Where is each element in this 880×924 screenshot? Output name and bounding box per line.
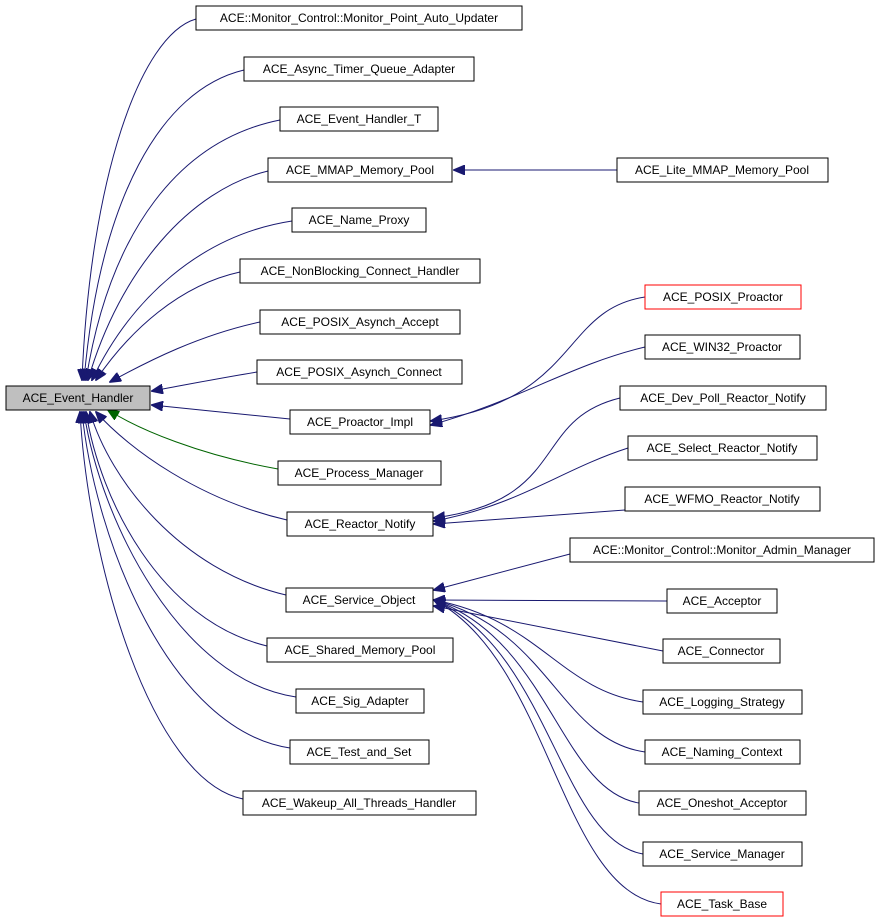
edge-proactor-impl-to-event-handler xyxy=(152,405,291,420)
edge-connector-to-service-object xyxy=(434,606,664,652)
edge-sig-adapter-to-event-handler xyxy=(84,412,297,698)
edge-logging-strategy-to-service-object xyxy=(434,600,644,703)
node-label: ACE_Name_Proxy xyxy=(309,213,410,227)
node-naming-context[interactable]: ACE_Naming_Context xyxy=(644,739,801,765)
node-label: ACE_Event_Handler_T xyxy=(297,112,422,126)
node-wfmo-reactor-notify[interactable]: ACE_WFMO_Reactor_Notify xyxy=(624,486,821,512)
node-label: ACE::Monitor_Control::Monitor_Point_Auto… xyxy=(220,11,498,25)
node-label: ACE_WIN32_Proactor xyxy=(662,340,782,354)
node-label: ACE::Monitor_Control::Monitor_Admin_Mana… xyxy=(593,543,851,557)
node-lite-mmap-memory-pool[interactable]: ACE_Lite_MMAP_Memory_Pool xyxy=(616,157,829,183)
node-label: ACE_POSIX_Asynch_Accept xyxy=(281,315,439,329)
node-posix-asynch-accept[interactable]: ACE_POSIX_Asynch_Accept xyxy=(259,309,461,335)
node-reactor-notify[interactable]: ACE_Reactor_Notify xyxy=(286,511,434,537)
edge-event-handler-t-to-event-handler xyxy=(86,119,281,380)
node-label: ACE_POSIX_Asynch_Connect xyxy=(276,365,442,379)
node-monitor-admin-manager[interactable]: ACE::Monitor_Control::Monitor_Admin_Mana… xyxy=(569,537,875,563)
edge-task-base-to-service-object xyxy=(434,600,662,905)
node-proactor-impl[interactable]: ACE_Proactor_Impl xyxy=(289,409,431,435)
node-service-object[interactable]: ACE_Service_Object xyxy=(285,587,434,613)
node-async-timer-queue-adapter[interactable]: ACE_Async_Timer_Queue_Adapter xyxy=(243,56,475,82)
node-win32-proactor[interactable]: ACE_WIN32_Proactor xyxy=(644,334,801,360)
node-service-manager[interactable]: ACE_Service_Manager xyxy=(642,841,803,867)
edge-select-reactor-notify-to-reactor-notify xyxy=(434,447,629,521)
node-label: ACE_Acceptor xyxy=(683,594,762,608)
node-select-reactor-notify[interactable]: ACE_Select_Reactor_Notify xyxy=(627,435,818,461)
node-event-handler-t[interactable]: ACE_Event_Handler_T xyxy=(279,106,439,132)
node-label: ACE_Dev_Poll_Reactor_Notify xyxy=(640,391,805,405)
edges-layer xyxy=(80,18,668,905)
node-nonblocking-connect-handler[interactable]: ACE_NonBlocking_Connect_Handler xyxy=(239,258,481,284)
node-label: ACE_Wakeup_All_Threads_Handler xyxy=(262,796,456,810)
node-dev-poll-reactor-notify[interactable]: ACE_Dev_Poll_Reactor_Notify xyxy=(619,385,827,411)
node-label: ACE_Service_Manager xyxy=(659,847,784,861)
node-test-and-set[interactable]: ACE_Test_and_Set xyxy=(289,739,430,765)
edge-nonblocking-connect-handler-to-event-handler xyxy=(96,271,241,380)
edge-mon-admin-manager-to-service-object xyxy=(434,553,571,590)
edge-shared-memory-pool-to-event-handler xyxy=(86,412,268,647)
nodes-layer: ACE_Event_Handler ACE::Monitor_Control::… xyxy=(5,5,875,917)
node-posix-asynch-connect[interactable]: ACE_POSIX_Asynch_Connect xyxy=(256,359,463,385)
node-label: ACE_Naming_Context xyxy=(662,745,783,759)
edge-posix-asynch-connect-to-event-handler xyxy=(152,371,258,391)
node-process-manager[interactable]: ACE_Process_Manager xyxy=(277,460,442,486)
node-shared-memory-pool[interactable]: ACE_Shared_Memory_Pool xyxy=(266,637,454,663)
edge-posix-proactor-to-proactor-impl xyxy=(431,296,646,421)
node-oneshot-acceptor[interactable]: ACE_Oneshot_Acceptor xyxy=(638,790,807,816)
node-sig-adapter[interactable]: ACE_Sig_Adapter xyxy=(295,688,425,714)
edge-wfmo-reactor-notify-to-reactor-notify xyxy=(434,509,626,524)
node-label: ACE_Process_Manager xyxy=(295,466,424,480)
node-posix-proactor[interactable]: ACE_POSIX_Proactor xyxy=(644,284,802,310)
node-task-base[interactable]: ACE_Task_Base xyxy=(660,891,784,917)
node-label: ACE_MMAP_Memory_Pool xyxy=(286,163,434,177)
node-name-proxy[interactable]: ACE_Name_Proxy xyxy=(291,207,427,233)
node-label: ACE_Proactor_Impl xyxy=(307,415,413,429)
edge-async-timer-queue-adapter-to-event-handler xyxy=(84,69,245,380)
node-label: ACE_Sig_Adapter xyxy=(311,694,408,708)
node-monitor-point-auto-updater[interactable]: ACE::Monitor_Control::Monitor_Point_Auto… xyxy=(195,5,523,31)
edge-wakeup-all-threads-handler-to-event-handler xyxy=(80,412,244,800)
edge-naming-context-to-service-object xyxy=(434,600,646,753)
node-wakeup-all-threads-handler[interactable]: ACE_Wakeup_All_Threads_Handler xyxy=(242,790,477,816)
edge-win32-proactor-to-proactor-impl xyxy=(431,346,646,425)
node-event-handler[interactable]: ACE_Event_Handler xyxy=(5,385,151,411)
edge-test-and-set-to-event-handler xyxy=(82,412,291,749)
edge-mon-point-auto-updater-to-event-handler xyxy=(82,18,197,380)
node-label: ACE_WFMO_Reactor_Notify xyxy=(644,492,799,506)
node-label: ACE_Test_and_Set xyxy=(307,745,412,759)
edge-dev-poll-reactor-notify-to-reactor-notify xyxy=(434,397,621,518)
node-label: ACE_Event_Handler xyxy=(23,391,134,405)
node-acceptor[interactable]: ACE_Acceptor xyxy=(666,588,778,614)
node-label: ACE_Lite_MMAP_Memory_Pool xyxy=(635,163,809,177)
node-connector[interactable]: ACE_Connector xyxy=(662,638,781,664)
node-mmap-memory-pool[interactable]: ACE_MMAP_Memory_Pool xyxy=(267,157,453,183)
node-label: ACE_Reactor_Notify xyxy=(305,517,416,531)
edge-reactor-notify-to-event-handler xyxy=(96,412,288,521)
edge-posix-asynch-accept-to-event-handler xyxy=(110,321,261,382)
edge-mmap-memory-pool-to-event-handler xyxy=(88,170,269,380)
node-label: ACE_Connector xyxy=(678,644,765,658)
edge-name-proxy-to-event-handler xyxy=(92,220,293,380)
node-label: ACE_Oneshot_Acceptor xyxy=(657,796,788,810)
node-label: ACE_Select_Reactor_Notify xyxy=(647,441,798,455)
edge-oneshot-acceptor-to-service-object xyxy=(434,600,640,804)
node-label: ACE_Task_Base xyxy=(677,897,767,911)
edge-process-manager-to-event-handler xyxy=(108,410,279,470)
edge-service-object-to-event-handler xyxy=(90,412,287,596)
node-logging-strategy[interactable]: ACE_Logging_Strategy xyxy=(642,689,803,715)
node-label: ACE_Service_Object xyxy=(303,593,416,607)
node-label: ACE_Logging_Strategy xyxy=(659,695,784,709)
node-label: ACE_POSIX_Proactor xyxy=(663,290,783,304)
edge-acceptor-to-service-object xyxy=(434,600,668,601)
node-label: ACE_Async_Timer_Queue_Adapter xyxy=(263,62,455,76)
node-label: ACE_NonBlocking_Connect_Handler xyxy=(261,264,460,278)
edge-service-manager-to-service-object xyxy=(434,600,644,855)
node-label: ACE_Shared_Memory_Pool xyxy=(285,643,436,657)
